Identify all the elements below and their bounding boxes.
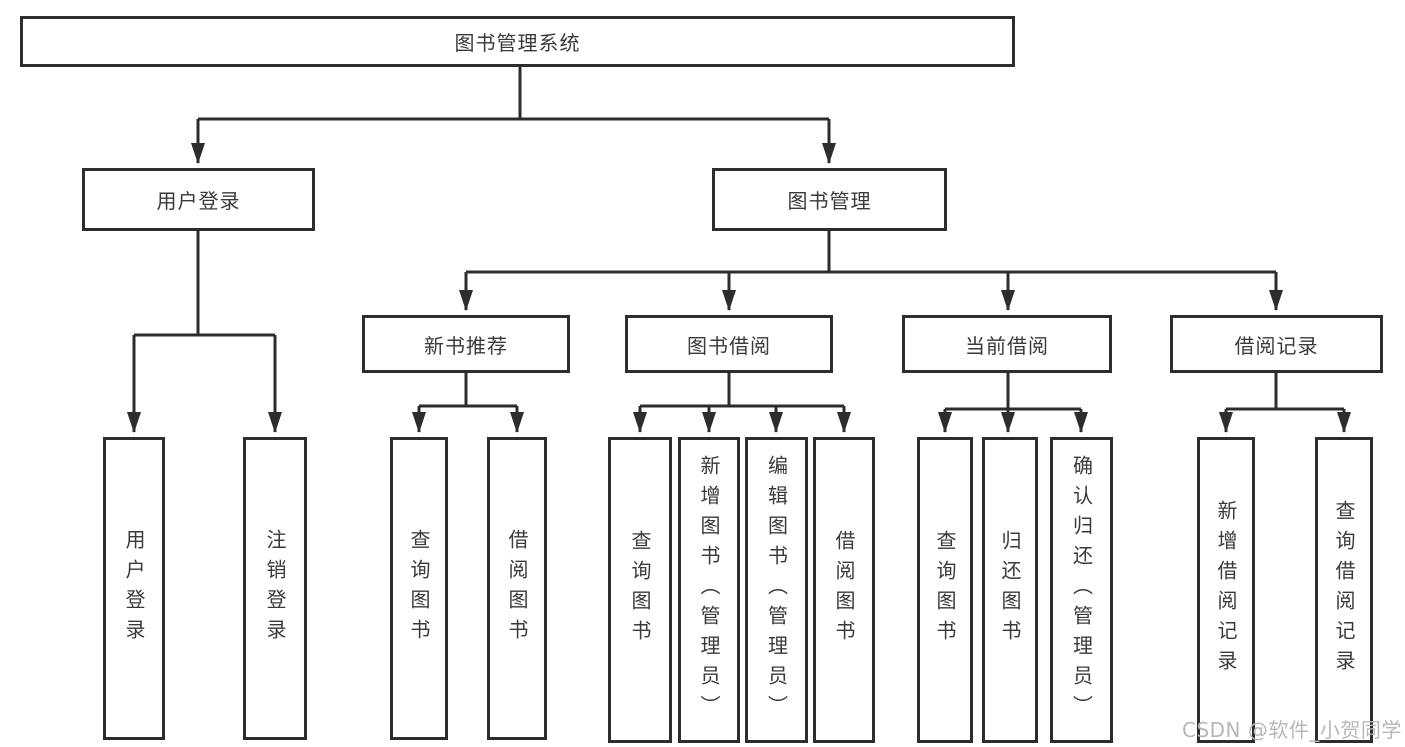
leaf-user-login: 用户登录 <box>103 437 165 740</box>
leaf-add-borrow-record-label: 新增借阅记录 <box>1214 500 1238 680</box>
leaf-add-books-admin: 新增图书（管理员） <box>678 437 740 743</box>
leaf-query-books-3: 查询图书 <box>917 437 973 743</box>
connector-bookmgmt-bus <box>466 231 1276 274</box>
leaf-confirm-return-admin: 确认归还（管理员） <box>1050 437 1113 743</box>
connector-bookborrow-bus <box>640 373 844 408</box>
node-user-login: 用户登录 <box>82 168 315 231</box>
connector-root-bus <box>198 66 829 121</box>
node-book-management: 图书管理 <box>712 168 947 231</box>
leaf-edit-books-admin: 编辑图书（管理员） <box>745 437 808 743</box>
connector-userlogin-bus <box>134 231 275 337</box>
node-borrow-records: 借阅记录 <box>1170 315 1383 373</box>
leaf-query-books-3-label: 查询图书 <box>933 530 957 650</box>
leaf-query-books-2: 查询图书 <box>608 437 672 743</box>
leaf-add-books-admin-label: 新增图书（管理员） <box>697 455 721 725</box>
leaf-user-login-label: 用户登录 <box>122 528 146 649</box>
leaf-borrow-books-2: 借阅图书 <box>813 437 875 743</box>
leaf-logout: 注销登录 <box>243 437 307 740</box>
leaf-edit-books-admin-label: 编辑图书（管理员） <box>764 455 789 725</box>
node-new-book-recommend: 新书推荐 <box>362 315 570 373</box>
leaf-add-borrow-record: 新增借阅记录 <box>1197 437 1255 743</box>
leaf-borrow-books-1: 借阅图书 <box>487 437 547 740</box>
leaf-confirm-return-admin-label: 确认归还（管理员） <box>1069 455 1094 725</box>
leaf-query-books-1-label: 查询图书 <box>407 528 431 649</box>
leaf-logout-label: 注销登录 <box>263 528 287 649</box>
connector-currentborrow-bus <box>945 373 1081 411</box>
leaf-query-books-2-label: 查询图书 <box>628 530 652 650</box>
leaf-query-borrow-record: 查询借阅记录 <box>1315 437 1373 743</box>
leaf-query-books-1: 查询图书 <box>390 437 448 740</box>
leaf-return-books: 归还图书 <box>982 437 1038 743</box>
leaf-return-books-label: 归还图书 <box>998 530 1022 650</box>
node-library-management-system: 图书管理系统 <box>20 16 1015 67</box>
connector-newbook-bus <box>419 373 517 408</box>
csdn-watermark: CSDN @软件_小贺同学 <box>1182 718 1402 742</box>
leaf-query-borrow-record-label: 查询借阅记录 <box>1332 500 1356 680</box>
leaf-borrow-books-1-label: 借阅图书 <box>505 528 529 649</box>
node-current-borrow: 当前借阅 <box>902 315 1112 373</box>
leaf-borrow-books-2-label: 借阅图书 <box>832 530 856 650</box>
connector-borrowrecords-bus <box>1226 373 1344 411</box>
node-book-borrow: 图书借阅 <box>625 315 833 373</box>
